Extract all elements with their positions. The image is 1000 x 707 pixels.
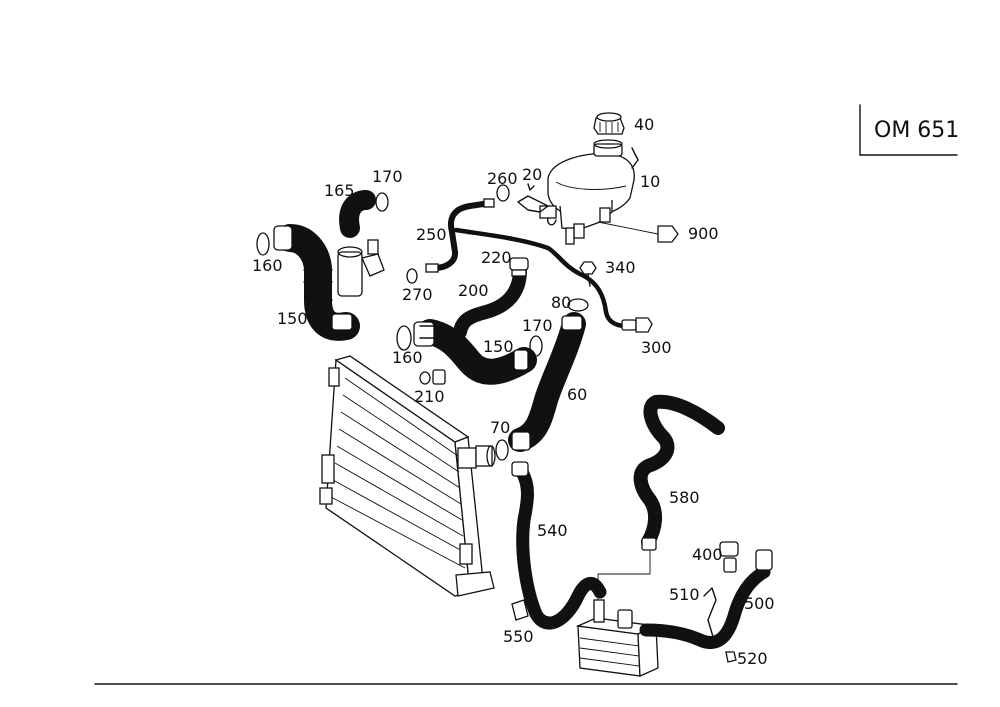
hose-200 [453,257,529,339]
label-160-upper: 160 [252,256,283,275]
hose-150-middle [396,319,543,385]
vent-line [453,227,653,333]
label-550: 550 [503,627,534,646]
label-165: 165 [324,181,355,200]
label-200: 200 [458,281,489,300]
hose-580 [597,394,725,600]
label-170-upper: 170 [372,167,403,186]
expansion-tank [539,139,639,245]
label-250: 250 [416,225,447,244]
label-520: 520 [737,649,768,668]
label-70: 70 [490,418,510,437]
o-ring-260 [496,184,510,202]
oil-cooler [575,599,659,677]
hose-60 [495,312,586,461]
engine-code: OM 651 [874,118,959,143]
label-210: 210 [414,387,445,406]
label-220: 220 [481,248,512,267]
engine-code-box: OM 651 [859,104,959,156]
filler-cap [593,112,625,135]
hose-540 [511,461,607,630]
tank-bracket [517,183,549,213]
label-40: 40 [634,115,654,134]
label-80: 80 [551,293,571,312]
label-20: 20 [522,165,542,184]
elbow-165 [339,190,389,238]
thermostat-housing [337,239,385,297]
level-sensor [597,221,679,243]
label-400: 400 [692,545,723,564]
label-510: 510 [669,585,700,604]
label-270: 270 [402,285,433,304]
label-260: 260 [487,169,518,188]
label-170-lower: 170 [522,316,553,335]
label-500: 500 [744,594,775,613]
label-540: 540 [537,521,568,540]
label-60: 60 [567,385,587,404]
label-900: 900 [688,224,719,243]
label-580: 580 [669,488,700,507]
label-340: 340 [605,258,636,277]
radiator [319,355,496,597]
bolt-340 [579,261,597,287]
label-300: 300 [641,338,672,357]
bleed-pipe [406,198,495,284]
hose-500 [639,541,773,663]
label-10: 10 [640,172,660,191]
label-150-upper: 150 [277,309,308,328]
part-labels: 40 10 20 260 170 165 250 900 220 340 160… [252,115,775,668]
hose-150-upper [256,224,360,341]
label-150-middle: 150 [483,337,514,356]
label-160-lower: 160 [392,348,423,367]
